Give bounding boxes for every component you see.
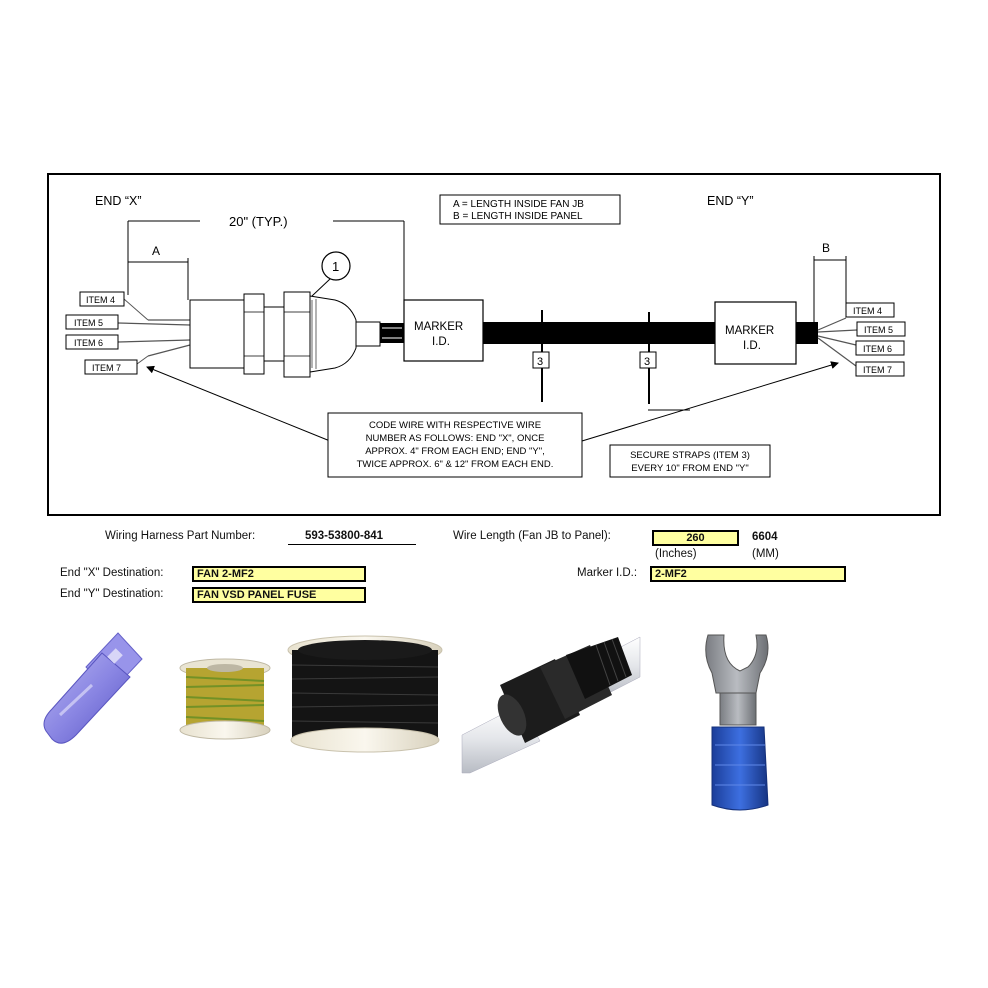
right-item-4: ITEM 4	[853, 306, 882, 316]
cable-segment-right	[796, 322, 818, 344]
left-leader-4	[123, 298, 149, 321]
note-arrow-left	[146, 365, 331, 442]
right-item-5: ITEM 5	[864, 325, 893, 335]
strap-note-box	[609, 444, 771, 478]
left-item-5: ITEM 5	[74, 318, 103, 328]
dim-b-label: B	[822, 241, 830, 255]
strap-1-label: 3	[537, 356, 543, 368]
right-item-box-7	[855, 361, 905, 377]
strap-note-line-2: EVERY 10" FROM END "Y"	[631, 463, 748, 474]
left-item-6: ITEM 6	[74, 338, 103, 348]
end-y-destination-label: End "Y" Destination:	[60, 588, 164, 600]
gland-seal	[355, 321, 381, 347]
code-note-line-3: APPROX. 4" FROM EACH END; END "Y",	[365, 446, 545, 457]
wire-length-inches-field[interactable]: 260	[652, 530, 739, 546]
marker-box-left	[403, 299, 484, 362]
unit-inches: (Inches)	[655, 548, 697, 560]
right-wire-6	[817, 335, 857, 346]
cable-main	[483, 322, 715, 344]
left-wire-6	[117, 339, 191, 343]
callout-1-leader	[311, 278, 331, 297]
part-number-underline	[288, 544, 416, 545]
code-note-line-4: TWICE APPROX. 6" & 12" FROM EACH END.	[357, 459, 554, 470]
unit-mm: (MM)	[752, 548, 779, 560]
left-item-box-4	[79, 291, 125, 307]
marker-right-line1: MARKER	[725, 325, 774, 337]
quick-disconnect-terminal-photo	[43, 632, 143, 744]
legend-b: B = LENGTH INSIDE PANEL	[453, 211, 583, 222]
cable-segment-left	[380, 323, 404, 343]
part-number-label: Wiring Harness Part Number:	[105, 530, 256, 542]
callout-1: 1	[332, 259, 339, 274]
gland-nut	[283, 291, 311, 378]
left-item-7: ITEM 7	[92, 363, 121, 373]
typ-dim-label: 20" (TYP.)	[229, 214, 288, 229]
left-item-box-5	[65, 314, 119, 330]
marker-right-line2: I.D.	[743, 340, 761, 352]
gland-body	[189, 299, 245, 369]
end-x-destination-label: End "X" Destination:	[60, 567, 164, 579]
right-wire-4	[817, 317, 847, 331]
diagram-frame	[47, 173, 941, 516]
cable-gland-photo	[461, 636, 641, 774]
marker-id-field[interactable]: 2-MF2	[650, 566, 846, 582]
end-y-label: END “Y”	[707, 194, 754, 208]
left-item-box-7	[84, 359, 138, 375]
wire-length-mm: 6604	[752, 531, 778, 543]
strap-1-tag	[532, 351, 550, 369]
fork-terminal-photo	[705, 634, 769, 811]
dim-a-label: A	[152, 244, 160, 258]
legend-a: A = LENGTH INSIDE FAN JB	[453, 199, 584, 210]
component-photos	[43, 632, 769, 811]
right-item-box-4	[845, 302, 895, 318]
strap-2-label: 3	[644, 356, 650, 368]
marker-left-line2: I.D.	[432, 336, 450, 348]
note-arrow-right	[581, 361, 839, 442]
strap-note-line-1: SECURE STRAPS (ITEM 3)	[630, 450, 750, 461]
code-note-box	[327, 412, 583, 478]
left-wire-7	[147, 344, 191, 357]
black-wire-spool-photo	[287, 635, 443, 753]
left-wire-5	[117, 322, 191, 326]
marker-left-line1: MARKER	[414, 321, 463, 333]
callout-1-circle	[321, 251, 351, 281]
code-note-line-2: NUMBER AS FOLLOWS: END "X", ONCE	[366, 433, 545, 444]
gland-locknut	[243, 293, 265, 375]
gland-dome	[309, 295, 357, 373]
end-y-destination-field[interactable]: FAN VSD PANEL FUSE	[192, 587, 366, 603]
wire-length-label: Wire Length (Fan JB to Panel):	[453, 530, 611, 542]
part-number-value: 593-53800-841	[305, 530, 384, 542]
marker-id-label: Marker I.D.:	[577, 567, 638, 579]
right-item-6: ITEM 6	[863, 344, 892, 354]
left-item-box-6	[65, 334, 119, 350]
wiring-diagram: END “X” END “Y” 20" (TYP.) A A = LENGTH …	[47, 173, 941, 516]
strap-2-tag	[639, 351, 657, 369]
right-item-box-6	[855, 340, 905, 356]
right-item-7: ITEM 7	[863, 365, 892, 375]
right-wire-5	[817, 329, 858, 333]
ground-wire-spool-photo	[179, 658, 271, 740]
right-wire-7	[817, 337, 857, 367]
right-item-box-5	[856, 321, 906, 337]
end-x-destination-field[interactable]: FAN 2-MF2	[192, 566, 366, 582]
left-item-4: ITEM 4	[86, 295, 115, 305]
end-x-label: END “X”	[95, 194, 142, 208]
left-leader-7	[136, 355, 149, 365]
legend-box	[439, 194, 621, 225]
code-note-line-1: CODE WIRE WITH RESPECTIVE WIRE	[369, 420, 541, 431]
gland-thread	[263, 306, 285, 362]
marker-box-right	[714, 301, 797, 365]
